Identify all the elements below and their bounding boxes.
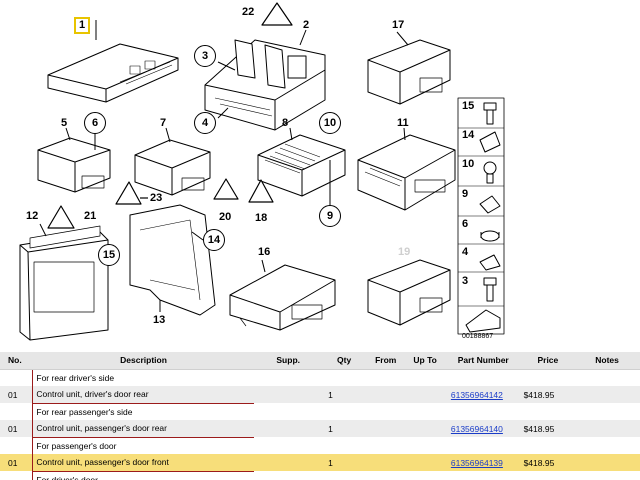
row-description: Control unit, passenger's door front: [32, 454, 255, 472]
callout-14[interactable]: 14: [203, 229, 225, 251]
callout-10[interactable]: 10: [319, 112, 341, 134]
table-note-row: For driver's door: [0, 471, 640, 480]
part-13-bracket[interactable]: [129, 204, 216, 316]
callout-3[interactable]: 3: [194, 45, 216, 67]
row-no: 01: [0, 386, 33, 403]
header-no: No.: [0, 352, 33, 370]
hardware-label-9[interactable]: 9: [462, 188, 469, 200]
part-1-module[interactable]: [47, 20, 179, 103]
hardware-label-14[interactable]: 14: [462, 129, 475, 141]
header-qty: Qty: [322, 352, 366, 370]
part-2-module[interactable]: [204, 29, 326, 131]
part-12-module[interactable]: [19, 223, 109, 341]
part-16-module[interactable]: [229, 259, 336, 331]
hardware-label-6[interactable]: 6: [462, 218, 469, 230]
header-description: Description: [32, 352, 255, 370]
callout-17[interactable]: 17: [392, 19, 405, 31]
part-11-module[interactable]: [357, 127, 456, 211]
row-qty: 1: [322, 420, 366, 437]
callout-22[interactable]: 22: [242, 6, 255, 18]
table-note-row: For passenger's door: [0, 437, 640, 454]
part-8-module[interactable]: [257, 127, 346, 205]
callout-7[interactable]: 7: [160, 117, 167, 129]
row-no: 01: [0, 420, 33, 437]
header-part-number: Part Number: [444, 352, 522, 370]
header-from: From: [366, 352, 406, 370]
callout-9[interactable]: 9: [319, 205, 341, 227]
table-note-row: For rear driver's side: [0, 369, 640, 386]
callout-20[interactable]: 20: [219, 211, 232, 223]
row-note: For rear driver's side: [32, 369, 255, 386]
row-description: Control unit, passenger's door rear: [32, 420, 255, 438]
table-row[interactable]: 01 Control unit, passenger's door rear 1…: [0, 420, 640, 438]
callout-23[interactable]: 23: [150, 192, 163, 204]
part-19-module[interactable]: [367, 259, 451, 326]
callout-19[interactable]: 19: [398, 246, 411, 258]
callout-8[interactable]: 8: [282, 117, 289, 129]
parts-table: No. Description Supp. Qty From Up To Par…: [0, 352, 640, 480]
row-note: For driver's door: [32, 471, 255, 480]
callout-12[interactable]: 12: [26, 210, 39, 222]
hardware-label-15[interactable]: 15: [462, 100, 475, 112]
header-supp: Supp.: [254, 352, 323, 370]
row-qty: 1: [322, 386, 366, 403]
row-no: 01: [0, 454, 33, 471]
table-header-row: No. Description Supp. Qty From Up To Par…: [0, 352, 640, 370]
row-price: $418.95: [521, 386, 575, 403]
table-row[interactable]: 01 Control unit, driver's door rear 1 61…: [0, 386, 640, 404]
header-upto: Up To: [405, 352, 445, 370]
part-number-link[interactable]: 61356964140: [450, 423, 503, 434]
callout-4[interactable]: 4: [194, 112, 216, 134]
hardware-label-10[interactable]: 10: [462, 158, 475, 170]
callout-5[interactable]: 5: [61, 117, 68, 129]
row-note: For rear passenger's side: [32, 403, 255, 420]
row-note: For passenger's door: [32, 437, 255, 454]
table-note-row: For rear passenger's side: [0, 403, 640, 420]
header-price: Price: [521, 352, 575, 370]
callout-18[interactable]: 18: [255, 212, 268, 224]
part-7-module[interactable]: [134, 127, 211, 196]
hardware-label-4[interactable]: 4: [462, 246, 469, 258]
diagram-drawing: [19, 2, 505, 341]
callout-6[interactable]: 6: [84, 112, 106, 134]
callout-21[interactable]: 21: [84, 210, 97, 222]
part-5-module[interactable]: [37, 127, 111, 193]
callout-16[interactable]: 16: [258, 246, 271, 258]
row-qty: 1: [322, 454, 366, 471]
callout-11[interactable]: 11: [397, 117, 409, 129]
diagram-code: 00188867: [462, 333, 494, 340]
callout-13[interactable]: 13: [153, 314, 166, 326]
callout-15[interactable]: 15: [98, 244, 120, 266]
row-description: Control unit, driver's door rear: [32, 386, 255, 404]
part-17-module[interactable]: [367, 31, 451, 105]
hardware-column: [457, 97, 505, 335]
header-notes: Notes: [574, 352, 640, 370]
parts-diagram: 1 2 3 4 5 6 7 8 9 10 11 12 13 14 15 16 1…: [19, 2, 505, 341]
row-price: $418.95: [521, 420, 575, 437]
part-number-link[interactable]: 61356964142: [450, 389, 503, 400]
part-number-link[interactable]: 61356964139: [450, 457, 503, 468]
label-triangles: [47, 2, 293, 229]
table-row-highlighted[interactable]: 01 Control unit, passenger's door front …: [0, 454, 640, 472]
row-price: $418.95: [521, 454, 575, 471]
hardware-label-3[interactable]: 3: [462, 275, 469, 287]
callout-1-selected[interactable]: 1: [74, 17, 91, 34]
callout-2[interactable]: 2: [303, 19, 310, 31]
